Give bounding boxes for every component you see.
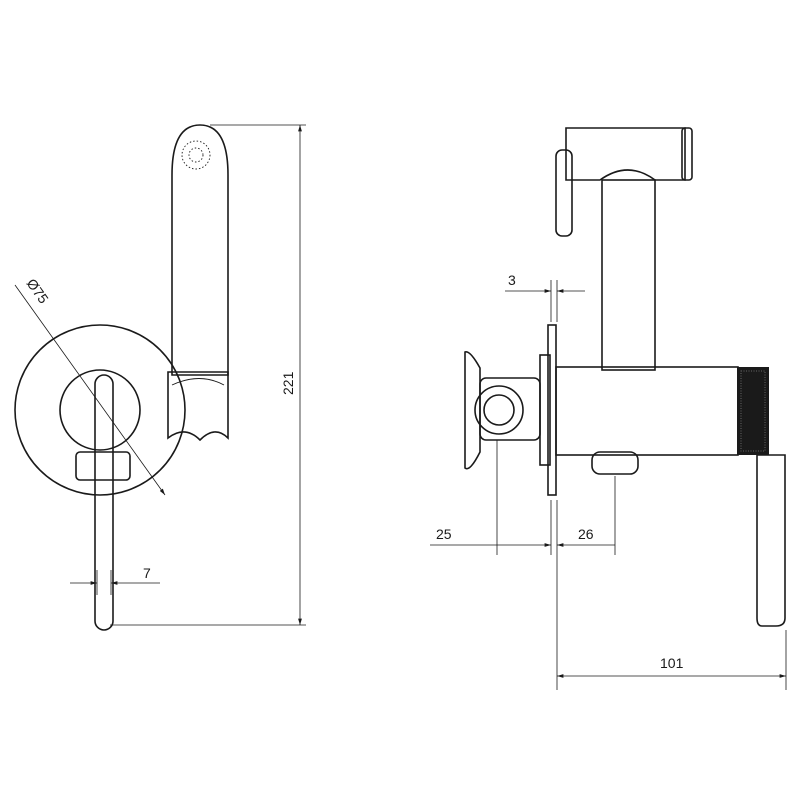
inlet-ring [474,385,524,435]
side-view: 3 25 26 101 [430,127,787,690]
shower-neck [601,179,656,371]
wall-rosette [14,324,186,496]
inner-rosette [59,369,141,451]
inlet-bore [483,394,515,426]
shower-head-body [565,127,686,181]
shower-head-tip [681,127,693,181]
front-view: Ø75 221 7 [14,124,306,631]
plate-thickness-label: 3 [508,272,516,288]
lever-handle [94,374,114,631]
holder-edge [171,378,225,386]
outlet-offset-label: 26 [578,526,594,542]
rear-depth-label: 25 [436,526,452,542]
knurled-ring [737,367,769,455]
outlet-connector [591,451,639,475]
diameter-leader [14,284,166,496]
spray-holes-inner [188,147,204,163]
shower-head-face [555,149,573,237]
lever-width-label: 7 [143,565,151,581]
side-lever [756,454,786,627]
lever-base [75,451,131,481]
total-depth-label: 101 [660,655,684,671]
fixing-cross [464,351,481,470]
hand-shower-body [171,124,229,376]
spray-holes-icon [181,140,211,170]
mixer-body [555,366,739,456]
diameter-label: Ø75 [24,276,52,307]
height-label: 221 [280,371,296,395]
shower-holder [167,371,229,442]
